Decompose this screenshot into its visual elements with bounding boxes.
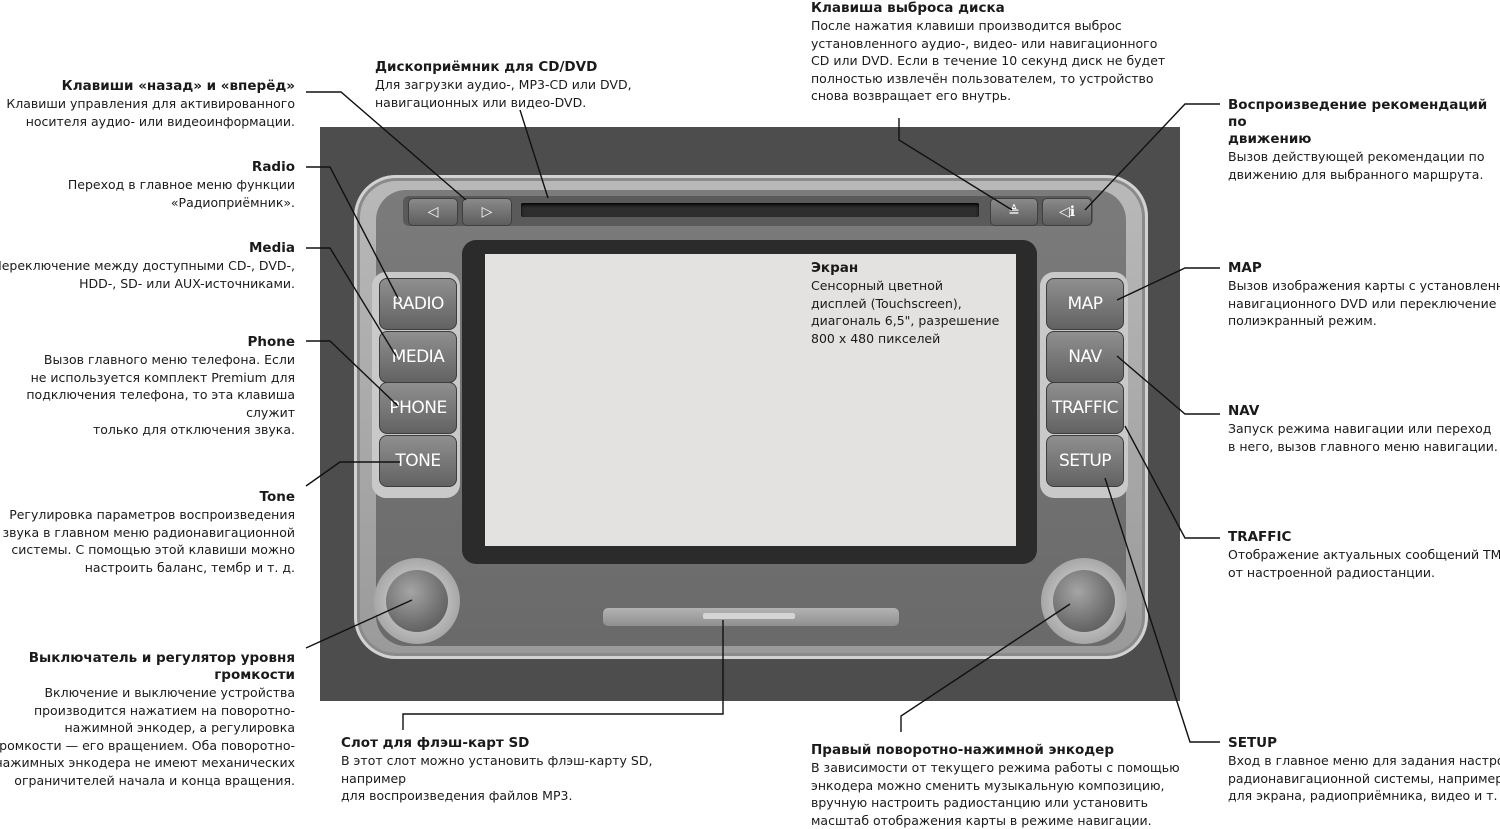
setup-button[interactable]: SETUP [1046, 435, 1124, 487]
annotation-phone: Phone Вызов главного меню телефона. Если… [0, 334, 295, 439]
right-encoder-knob-cap [1053, 570, 1115, 632]
touch-screen[interactable] [485, 254, 1016, 546]
annotation-title: Выключатель и регулятор уровня громкости [28, 650, 295, 683]
annotation-text: Клавиши управления для активированного н… [6, 96, 295, 129]
annotation-title: Radio [251, 159, 295, 175]
tone-button[interactable]: TONE [379, 435, 457, 487]
annotation-title: Phone [247, 334, 295, 350]
annotation-text: Вызов действующей рекомендации по движен… [1228, 149, 1485, 182]
annotation-title: Клавиши «назад» и «вперёд» [61, 78, 295, 94]
annotation-nav-keys: Клавиши «назад» и «вперёд» Клавиши управ… [0, 78, 295, 130]
back-arrow-icon: ◁ [427, 204, 439, 220]
leader-traffic [1124, 425, 1220, 539]
annotation-title: Клавиша выброса диска [811, 0, 1005, 16]
leader-map [1116, 267, 1220, 301]
annotation-text: Вход в главное меню для задания настроек… [1228, 753, 1500, 803]
nav-button[interactable]: NAV [1046, 331, 1124, 383]
annotation-text: Регулировка параметров воспроизведения з… [2, 507, 296, 575]
traffic-button[interactable]: TRAFFIC [1046, 382, 1124, 434]
annotation-text: Переключение между доступными CD-, DVD-,… [0, 258, 295, 291]
annotation-title: Воспроизведение рекомендаций по движению [1228, 97, 1488, 147]
annotation-title: Tone [259, 489, 295, 505]
annotation-power: Выключатель и регулятор уровня громкости… [0, 650, 295, 789]
eject-icon: ≜ [1008, 204, 1020, 220]
leader-encoder [900, 603, 1071, 732]
annotation-text: Переход в главное меню функции «Радиопри… [67, 177, 295, 210]
annotation-text: Запуск режима навигации или переход в не… [1228, 421, 1498, 454]
leader-nav-keys [306, 91, 467, 201]
forward-arrow-icon: ▷ [481, 204, 493, 220]
media-button[interactable]: MEDIA [379, 331, 457, 383]
annotation-text: Вызов изображения карты с установленного… [1228, 278, 1500, 328]
annotation-text: Сенсорный цветной дисплей (Touchscreen),… [811, 278, 1000, 346]
annotation-nav: NAV Запуск режима навигации или переход … [1228, 403, 1500, 455]
annotation-setup: SETUP Вход в главное меню для задания на… [1228, 735, 1500, 805]
forward-button[interactable]: ▷ [462, 198, 512, 226]
annotation-text: После нажатия клавиши производится выбро… [811, 18, 1166, 103]
sd-card-slot [602, 607, 900, 627]
leader-eject [898, 118, 1013, 211]
annotation-screen: Экран Сенсорный цветной дисплей (Touchsc… [811, 260, 1011, 347]
annotation-title: Слот для флэш-карт SD [341, 735, 530, 751]
leader-radio [306, 166, 399, 299]
annotation-traffic: TRAFFIC Отображение актуальных сообщений… [1228, 529, 1500, 581]
annotation-text: Для загрузки аудио-, MP3-CD или DVD, нав… [375, 77, 632, 110]
annotation-encoder: Правый поворотно-нажимной энкодер В зави… [811, 742, 1181, 829]
leader-traffic-rec [1084, 103, 1220, 211]
leader-power [305, 599, 413, 649]
annotation-text: В зависимости от текущего режима работы … [811, 760, 1180, 828]
annotation-title: Дископриёмник для CD/DVD [375, 59, 598, 75]
annotation-title: Media [249, 240, 295, 256]
annotation-text: Вызов главного меню телефона. Если не ис… [26, 352, 295, 437]
map-button[interactable]: MAP [1046, 278, 1124, 330]
leader-setup [1104, 477, 1220, 743]
leader-media [306, 247, 397, 357]
speaker-info-icon: ◁ℹ [1058, 204, 1076, 220]
annotation-eject: Клавиша выброса диска После нажатия клав… [811, 0, 1171, 105]
cd-dvd-slot [521, 203, 979, 217]
annotation-radio: Radio Переход в главное меню функции «Ра… [0, 159, 295, 211]
traffic-info-button[interactable]: ◁ℹ [1042, 198, 1092, 226]
annotation-title: NAV [1228, 403, 1260, 419]
leader-cd [519, 109, 549, 199]
eject-button[interactable]: ≜ [990, 198, 1038, 226]
annotation-traffic-rec: Воспроизведение рекомендаций по движению… [1228, 97, 1500, 183]
annotation-media: Media Переключение между доступными CD-,… [0, 240, 295, 292]
sd-slot-opening [703, 613, 795, 619]
annotation-title: SETUP [1228, 735, 1278, 751]
annotation-sd: Слот для флэш-карт SD В этот слот можно … [341, 735, 711, 805]
phone-button[interactable]: PHONE [379, 382, 457, 434]
leader-sd [402, 620, 724, 730]
annotation-title: MAP [1228, 260, 1262, 276]
leader-phone [306, 340, 399, 407]
annotation-tone: Tone Регулировка параметров воспроизведе… [0, 489, 296, 576]
annotation-title: Экран [811, 260, 859, 276]
annotation-title: TRAFFIC [1228, 529, 1292, 545]
annotation-text: Включение и выключение устройства произв… [0, 685, 295, 788]
annotation-text: В этот слот можно установить флэш-карту … [341, 753, 653, 803]
annotation-map: MAP Вызов изображения карты с установлен… [1228, 260, 1500, 330]
leader-nav [1116, 355, 1220, 415]
annotation-text: Отображение актуальных сообщений TMC от … [1228, 547, 1500, 580]
volume-knob-cap [386, 570, 448, 632]
back-button[interactable]: ◁ [408, 198, 458, 226]
annotation-cd: Дископриёмник для CD/DVD Для загрузки ау… [375, 59, 665, 111]
annotation-title: Правый поворотно-нажимной энкодер [811, 742, 1114, 758]
leader-tone [305, 461, 400, 487]
